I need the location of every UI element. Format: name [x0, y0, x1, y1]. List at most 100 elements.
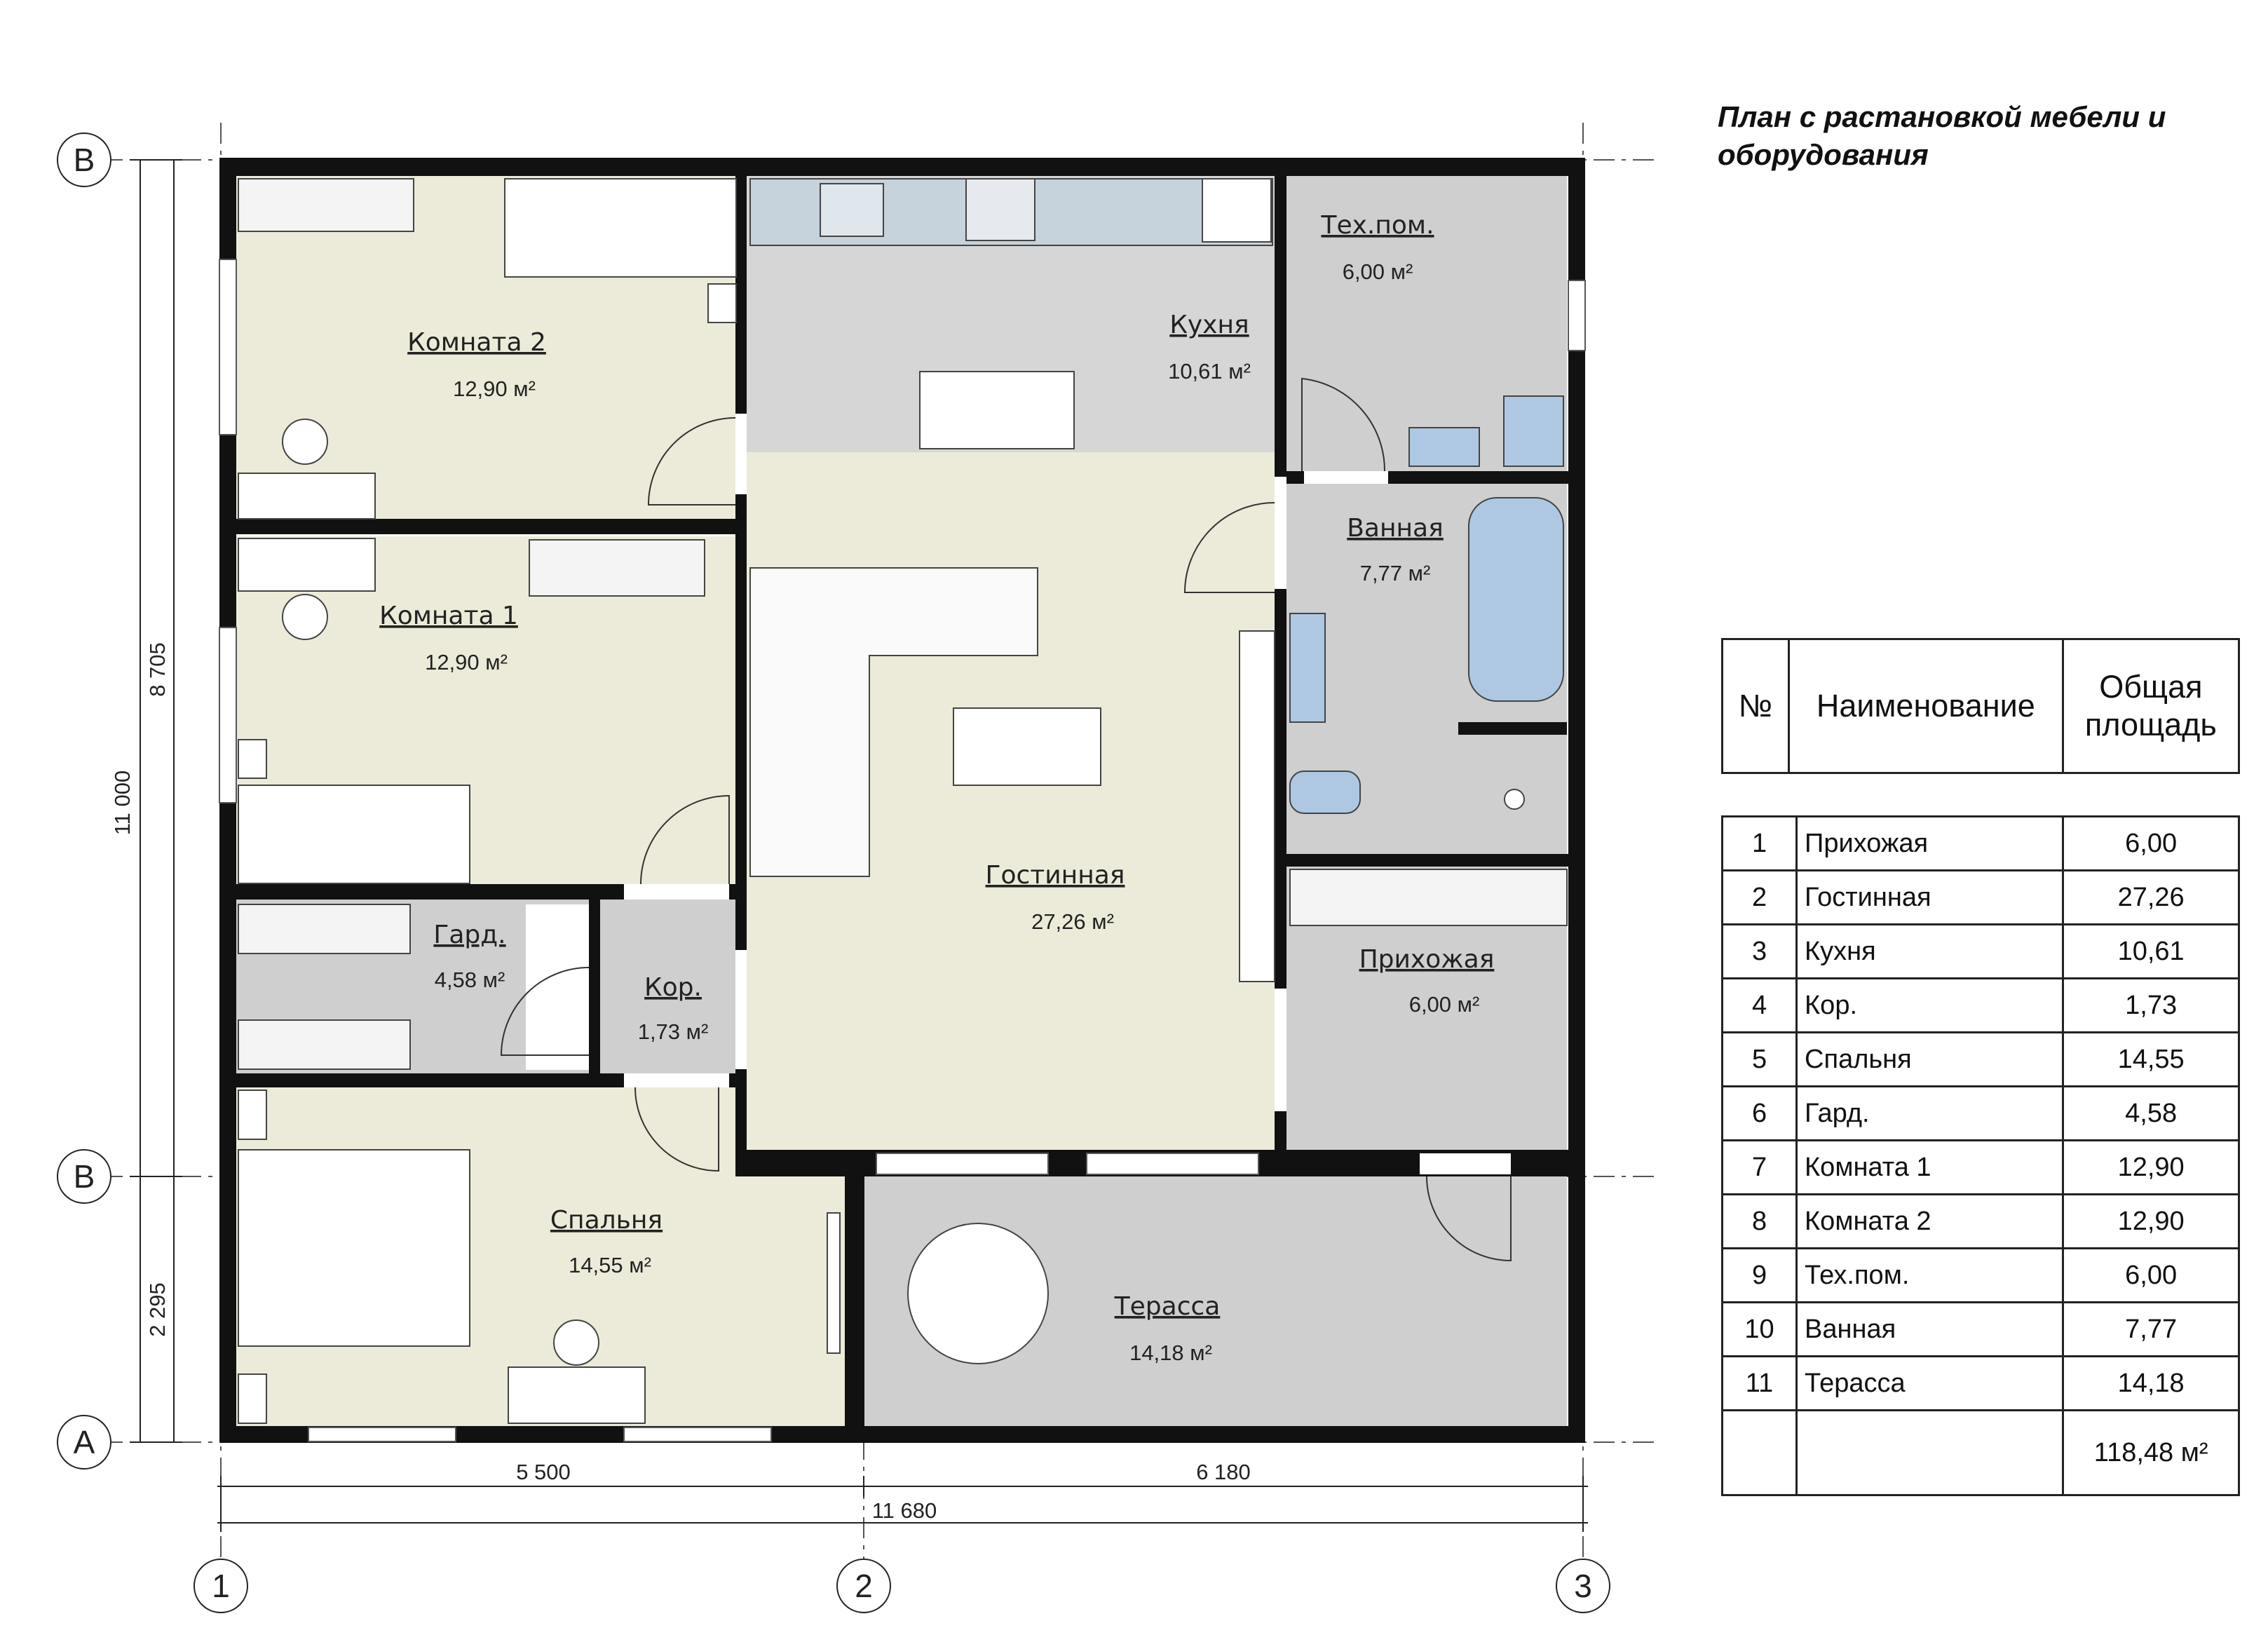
shower-drain: [1504, 789, 1525, 810]
legend-name: Комната 1: [1795, 1139, 2065, 1195]
axis-circle-3: [1556, 1559, 1610, 1613]
legend-header-area: Общая площадь: [2061, 638, 2241, 774]
corner-sofa: [749, 567, 1038, 877]
boiler: [1503, 395, 1564, 467]
label-spalnya: Спальня: [550, 1206, 663, 1235]
room-labels: Комната 2 12,90 м² Комната 1 12,90 м² Ку…: [379, 211, 1494, 1365]
wall-k2-k1: [235, 519, 745, 534]
area-komnata2: 12,90 м²: [453, 376, 536, 401]
windows-and-openings: [219, 259, 1586, 1442]
legend-name: Кор.: [1795, 977, 2065, 1033]
legend-area: 12,90: [2062, 1139, 2240, 1195]
label-prihozhaya: Прихожая: [1359, 945, 1495, 974]
legend-name: Гард.: [1795, 1085, 2065, 1141]
dimension-lines: [130, 159, 1588, 1532]
legend-num: 4: [1720, 977, 1798, 1033]
axis-circle-2: [836, 1559, 891, 1613]
legend-area: 14,55: [2062, 1031, 2240, 1087]
dimension-labels: 11 000 8 705 2 295 5 500 6 180 11 680: [110, 642, 1251, 1523]
wall-vannaya-prihozhaya: [1286, 854, 1569, 867]
label-gostinnaya: Гостинная: [986, 861, 1125, 890]
nightstand-spalnya-top: [238, 1090, 267, 1140]
area-vannaya: 7,77 м²: [1360, 561, 1431, 585]
nightstand-komnata1: [238, 739, 267, 779]
plan-title: План с растановкой мебели и оборудования: [1718, 100, 2166, 171]
legend-num: 1: [1720, 815, 1798, 871]
area-tehpom: 6,00 м²: [1343, 259, 1413, 284]
wardrobe-komnata2: [238, 178, 414, 232]
legend-num: 5: [1720, 1031, 1798, 1087]
axis-label-1: 1: [212, 1568, 230, 1604]
label-komnata1: Комната 1: [379, 602, 518, 630]
dim-bottom-left: 5 500: [516, 1460, 571, 1484]
legend-num: 6: [1720, 1085, 1798, 1141]
label-vannaya: Ванная: [1347, 514, 1444, 543]
legend-header-row: № Наименование Общая площадь: [1721, 638, 2241, 774]
legend-area: 6,00: [2062, 1247, 2240, 1303]
door-terassa: [1426, 1176, 1512, 1262]
wall-right: [1568, 158, 1585, 1443]
legend-name: Комната 2: [1795, 1193, 2065, 1249]
legend-num: 11: [1720, 1355, 1798, 1411]
wardrobe-gard-bottom: [238, 1019, 411, 1070]
legend-area: 1,73: [2062, 977, 2240, 1033]
legend-num: 8: [1720, 1193, 1798, 1249]
coffee-table: [953, 707, 1101, 786]
bed-spalnya: [238, 1149, 470, 1347]
label-terassa: Терасса: [1114, 1292, 1221, 1321]
door-komnata2: [647, 417, 736, 505]
desk-spalnya: [508, 1366, 646, 1424]
desk-komnata1: [238, 538, 376, 592]
dim-left-lower: 2 295: [145, 1282, 170, 1337]
legend-area: 12,90: [2062, 1193, 2240, 1249]
legend-name: Кухня: [1795, 923, 2065, 979]
bed-komnata2: [504, 178, 737, 278]
legend-area: 27,26: [2062, 869, 2240, 925]
area-spalnya: 14,55 м²: [569, 1253, 651, 1277]
tv-stand: [1239, 630, 1275, 982]
area-kuhnya: 10,61 м²: [1168, 359, 1251, 384]
bed-komnata1: [238, 785, 470, 884]
legend-num: 7: [1720, 1139, 1798, 1195]
chair-komnata2: [282, 419, 328, 465]
desk-komnata2: [238, 473, 376, 520]
wardrobe-prihozhaya: [1289, 869, 1568, 926]
bathtub: [1468, 497, 1564, 702]
legend-name: Ванная: [1795, 1301, 2065, 1357]
wall-shower: [1458, 722, 1567, 735]
axis-circle-top: [57, 133, 111, 187]
wall-vertical-b: [1275, 175, 1286, 1167]
legend-area: 14,18: [2062, 1355, 2240, 1411]
wall-top: [219, 158, 1585, 176]
label-komnata2: Комната 2: [407, 328, 546, 357]
kitchen-fridge: [1202, 178, 1272, 243]
chair-komnata1: [282, 594, 328, 640]
toilet: [1289, 771, 1361, 814]
terrace-table: [907, 1223, 1049, 1364]
bath-sink: [1289, 613, 1326, 723]
axis-markers: В В А 1 2 3: [57, 133, 1610, 1613]
door-komnata1: [640, 794, 730, 885]
area-gard: 4,58 м²: [435, 968, 505, 992]
legend-name: Тех.пом.: [1795, 1247, 2065, 1303]
dim-left-total: 11 000: [110, 771, 135, 836]
area-kor: 1,73 м²: [638, 1019, 709, 1044]
legend-num: 2: [1720, 869, 1798, 925]
wardrobe-gard-top: [238, 904, 411, 954]
door-swings: [500, 377, 1512, 1262]
legend-name: Терасса: [1795, 1355, 2065, 1411]
legend-total-row: 118,48 м²: [1720, 1409, 2240, 1496]
area-prihozhaya: 6,00 м²: [1409, 992, 1480, 1017]
nightstand-komnata2: [707, 283, 737, 323]
